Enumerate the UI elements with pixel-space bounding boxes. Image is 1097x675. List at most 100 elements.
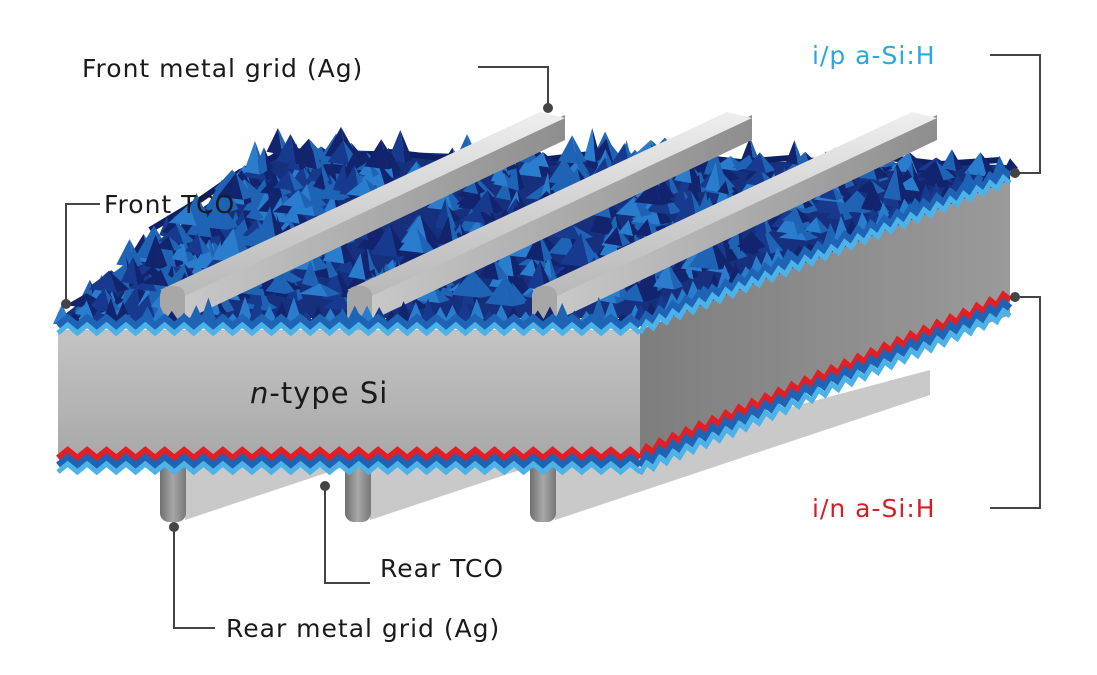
texture-pyramid-shade (176, 224, 195, 245)
dot-ip-asi (1010, 168, 1020, 178)
side-rear-tco-dark (637, 297, 1013, 468)
texture-pyramid (217, 172, 244, 200)
texture-pyramid (485, 276, 514, 307)
texture-pyramid (552, 225, 581, 240)
dot-in-asi (1010, 292, 1020, 302)
label-n-type-prefix: n (250, 376, 269, 410)
texture-pyramid (245, 206, 259, 221)
rear-finger-2-end (345, 460, 371, 522)
front-finger-1-side (185, 115, 565, 320)
texture-pyramid-shade (472, 270, 495, 298)
texture-pyramid (301, 260, 314, 287)
leader-front-metal-grid (478, 66, 549, 108)
texture-pyramid (653, 263, 675, 290)
texture-pyramid-shade (511, 281, 528, 304)
texture-pyramid-shade (505, 276, 526, 307)
texture-pyramid (704, 161, 721, 193)
texture-pyramid (450, 270, 482, 298)
texture-pyramid (603, 226, 623, 247)
texture-pyramid (861, 181, 877, 212)
texture-pyramid-shade (388, 147, 402, 174)
texture-pyramid (493, 172, 509, 188)
texture-pyramid (548, 157, 571, 186)
texture-pyramid-shade (831, 184, 845, 201)
texture-pyramid-shade (870, 179, 886, 194)
texture-pyramid (142, 269, 169, 287)
label-rear-tco: Rear TCO (380, 554, 504, 583)
texture-pyramid (781, 208, 803, 224)
texture-pyramid (327, 140, 350, 165)
texture-pyramid (786, 140, 798, 166)
dot-front-metal-grid (543, 103, 553, 113)
texture-pyramid (88, 287, 111, 313)
texture-pyramid (527, 260, 545, 291)
texture-pyramid (345, 178, 374, 198)
texture-pyramid-shade (310, 260, 319, 287)
texture-pyramid-shade (255, 140, 267, 175)
texture-pyramid-shade (294, 278, 303, 302)
texture-pyramid (243, 140, 260, 175)
texture-pyramid-shade (628, 219, 640, 237)
texture-pyramid-shade (548, 254, 558, 283)
texture-pyramid-shade (320, 158, 330, 184)
texture-pyramid (941, 149, 957, 172)
texture-pyramid-shade (951, 149, 963, 172)
texture-pyramid (158, 224, 184, 245)
texture-pyramid-shade (298, 189, 315, 209)
texture-pyramid-shade (448, 206, 461, 223)
texture-pyramid (618, 283, 644, 302)
texture-pyramid (348, 252, 366, 280)
texture-pyramid (583, 127, 596, 163)
texture-pyramid (212, 228, 243, 263)
texture-pyramid-shade (751, 231, 766, 250)
texture-pyramid-shade (580, 232, 602, 268)
texture-pyramid-shade (308, 138, 331, 166)
texture-pyramid-shade (254, 206, 264, 221)
texture-pyramid (558, 135, 578, 164)
dot-front-tco (61, 299, 71, 309)
texture-pyramid-shade (445, 198, 456, 231)
texture-pyramid (459, 208, 486, 224)
texture-pyramid (471, 190, 494, 214)
texture-pyramid-shade (161, 269, 180, 287)
leader-lines (65, 54, 1041, 629)
texture-pyramid (88, 270, 118, 293)
texture-pyramid (281, 189, 306, 209)
texture-pyramid (144, 234, 161, 269)
texture-pyramid (398, 227, 424, 254)
texture-pyramid (155, 236, 175, 251)
texture-pyramid-shade (872, 181, 884, 212)
texture-pyramid (364, 139, 389, 170)
texture-pyramid-shade (197, 233, 211, 255)
front-metal-fingers (160, 112, 937, 330)
texture-pyramid-shade (290, 134, 305, 165)
texture-pyramid-shade (816, 217, 829, 234)
texture-pyramid-shade (108, 270, 130, 293)
texture-pyramid (304, 151, 317, 170)
texture-pyramid (168, 204, 197, 226)
texture-pyramid-shade (168, 236, 183, 251)
texture-pyramid-shade (476, 176, 496, 200)
side-rear-tco-light (637, 307, 1012, 476)
side-ip-layer-dark (637, 165, 1013, 328)
texture-pyramid-shade (360, 252, 373, 280)
texture-pyramid-shade (473, 179, 486, 195)
texture-pyramid-shade (592, 127, 601, 163)
texture-pyramid-shade (280, 272, 295, 295)
texture-pyramid-shade (319, 283, 341, 297)
texture-pyramid (265, 272, 286, 295)
silicon-front-face (58, 330, 640, 455)
front-finger-2-top (347, 112, 752, 296)
texture-pyramid (618, 219, 634, 237)
texture-pyramid (256, 205, 276, 240)
texture-pyramid-shade (433, 284, 450, 304)
texture-pyramid-shade (794, 140, 803, 166)
texture-pyramid-shade (636, 283, 655, 302)
side-ip-layer-light (637, 173, 1012, 335)
label-rear-metal-grid: Rear metal grid (Ag) (226, 614, 500, 643)
texture-pyramid-shade (750, 238, 759, 255)
texture-pyramid-shade (270, 205, 284, 240)
leader-rear-tco (324, 486, 370, 584)
texture-pyramid-shade (285, 269, 304, 283)
